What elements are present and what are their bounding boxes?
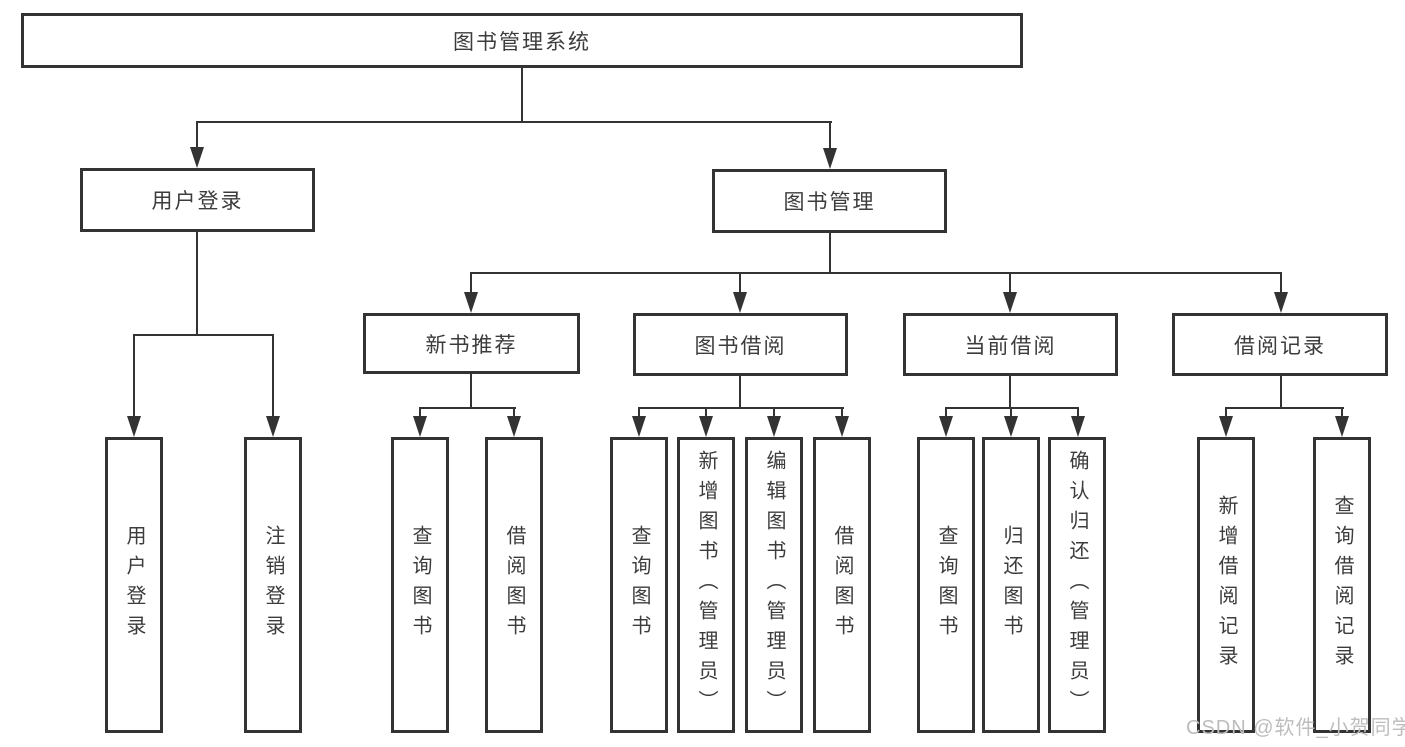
arrow-down-icon [939, 416, 953, 437]
node-new-book-recommend: 新书推荐 [363, 313, 580, 374]
connector-drop-leaf-logout [272, 334, 274, 418]
node-current-borrow-label: 当前借阅 [964, 334, 1057, 358]
arrow-down-icon [1071, 416, 1085, 437]
connector-level2-horizontal [196, 121, 832, 123]
arrow-down-icon [835, 416, 849, 437]
leaf-borrow-books-label: 借阅图书 [831, 525, 853, 645]
connector-bookborrow-horizontal [638, 407, 844, 409]
connector-drop [1077, 407, 1079, 419]
connector-drop [1225, 407, 1227, 419]
node-borrow-record-label: 借阅记录 [1234, 334, 1326, 358]
leaf-query-books-borrow-label: 查询图书 [628, 525, 650, 645]
node-root-label: 图书管理系统 [453, 30, 591, 54]
leaf-add-book-admin-label: 新增图书（管理员） [695, 450, 717, 720]
connector-root-stem [521, 68, 523, 123]
node-user-login: 用户登录 [80, 168, 315, 232]
connector-bookborrow-stem [739, 376, 741, 409]
arrow-down-icon [190, 147, 204, 168]
node-current-borrow: 当前借阅 [903, 313, 1118, 376]
connector-borrowrecord-horizontal [1225, 407, 1344, 409]
arrow-down-icon [699, 416, 713, 437]
leaf-edit-book-admin-label: 编辑图书（管理员） [763, 450, 785, 720]
arrow-down-icon [1335, 416, 1349, 437]
watermark-text: CSDN @软件_小贺同学 [1186, 717, 1405, 739]
connector-drop [705, 407, 707, 419]
leaf-borrow-books: 借阅图书 [813, 437, 871, 733]
connector-drop-user-login [196, 121, 198, 150]
arrow-down-icon [1219, 416, 1233, 437]
connector-userlogin-stem [196, 232, 198, 336]
connector-bookmgmt-stem [829, 233, 831, 274]
node-book-borrow-label: 图书借阅 [694, 334, 787, 358]
arrow-down-icon [823, 148, 837, 169]
node-book-borrow: 图书借阅 [633, 313, 848, 376]
connector-drop [841, 407, 843, 419]
arrow-down-icon [733, 292, 747, 313]
leaf-borrow-books-recommend-label: 借阅图书 [503, 525, 525, 645]
arrow-down-icon [1274, 292, 1288, 313]
connector-drop [1010, 407, 1012, 419]
connector-drop-bookborrow [739, 272, 741, 295]
leaf-user-login-label: 用户登录 [123, 525, 145, 645]
connector-drop-borrowrecord [1280, 272, 1282, 295]
node-borrow-record: 借阅记录 [1172, 313, 1388, 376]
leaf-query-books-current-label: 查询图书 [935, 525, 957, 645]
arrow-down-icon [632, 416, 646, 437]
leaf-return-book-label: 归还图书 [1000, 525, 1022, 645]
node-new-book-recommend-label: 新书推荐 [425, 333, 518, 357]
connector-level3-horizontal [470, 272, 1282, 274]
leaf-query-books-current: 查询图书 [917, 437, 975, 733]
connector-borrowrecord-stem [1280, 376, 1282, 409]
leaf-confirm-return-admin-label: 确认归还（管理员） [1066, 450, 1088, 720]
connector-drop-currentborrow [1009, 272, 1011, 295]
connector-drop [513, 407, 515, 419]
connector-currentborrow-stem [1009, 376, 1011, 409]
leaf-logout-label: 注销登录 [262, 525, 284, 645]
connector-drop-leaf-user-login [133, 334, 135, 418]
arrow-down-icon [464, 292, 478, 313]
connector-currentborrow-horizontal [945, 407, 1079, 409]
node-book-management: 图书管理 [712, 169, 947, 233]
leaf-add-borrow-record: 新增借阅记录 [1197, 437, 1255, 733]
node-root: 图书管理系统 [21, 13, 1023, 68]
arrow-down-icon [1003, 292, 1017, 313]
node-user-login-label: 用户登录 [151, 190, 244, 213]
leaf-add-book-admin: 新增图书（管理员） [677, 437, 735, 733]
connector-drop-newbook [470, 272, 472, 295]
arrow-down-icon [413, 416, 427, 437]
leaf-edit-book-admin: 编辑图书（管理员） [745, 437, 803, 733]
connector-drop [419, 407, 421, 419]
connector-drop-book-management [829, 121, 831, 151]
arrow-down-icon [767, 416, 781, 437]
leaf-confirm-return-admin: 确认归还（管理员） [1048, 437, 1106, 733]
leaf-query-books-borrow: 查询图书 [610, 437, 668, 733]
connector-drop [638, 407, 640, 419]
connector-drop [773, 407, 775, 419]
leaf-query-borrow-record: 查询借阅记录 [1313, 437, 1371, 733]
leaf-borrow-books-recommend: 借阅图书 [485, 437, 543, 733]
arrow-down-icon [507, 416, 521, 437]
leaf-add-borrow-record-label: 新增借阅记录 [1215, 495, 1237, 675]
connector-drop [1341, 407, 1343, 419]
leaf-return-book: 归还图书 [982, 437, 1040, 733]
connector-drop [945, 407, 947, 419]
arrow-down-icon [266, 416, 280, 437]
connector-newbook-horizontal [419, 407, 516, 409]
leaf-query-borrow-record-label: 查询借阅记录 [1331, 495, 1353, 675]
node-book-management-label: 图书管理 [783, 191, 876, 214]
connector-newbook-stem [470, 374, 472, 409]
arrow-down-icon [1004, 416, 1018, 437]
leaf-query-books-recommend-label: 查询图书 [409, 525, 431, 645]
leaf-logout: 注销登录 [244, 437, 302, 733]
leaf-query-books-recommend: 查询图书 [391, 437, 449, 733]
leaf-user-login: 用户登录 [105, 437, 163, 733]
arrow-down-icon [127, 416, 141, 437]
connector-userlogin-horizontal [133, 334, 274, 336]
